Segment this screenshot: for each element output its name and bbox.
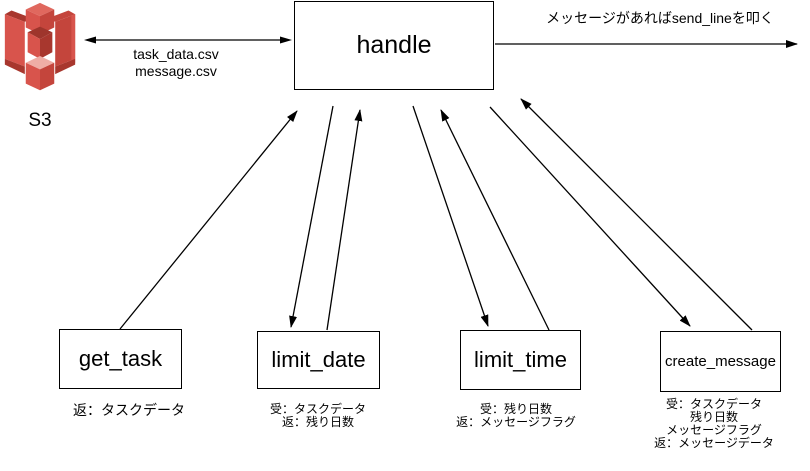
create-message-notes: 受：タスクデータ 残り日数 メッセージフラグ 返：メッセージデータ — [634, 398, 794, 450]
node-get-task[interactable]: get_task — [59, 329, 182, 389]
transfer-file-1: task_data.csv — [133, 46, 219, 62]
note-line: 返：メッセージデータ — [654, 436, 774, 450]
node-limit-time-label: limit_time — [474, 347, 567, 372]
note-line: 受：タスクデータ — [665, 397, 762, 411]
node-create-message[interactable]: create_message — [660, 331, 781, 392]
node-create-message-label: create_message — [665, 353, 776, 370]
note-line: 受：タスクデータ — [269, 402, 366, 416]
note-line: 残り日数 — [689, 410, 738, 424]
s3-label: S3 — [28, 110, 52, 131]
get-task-notes: 返：タスクデータ — [54, 402, 204, 418]
arrow-handle-to-limitdate — [289, 105, 334, 328]
arrow-handle-to-createmessage — [489, 106, 691, 327]
s3-transfer-label: task_data.csv message.csv — [96, 46, 256, 80]
node-limit-time[interactable]: limit_time — [460, 330, 581, 390]
arrow-createmessage-to-handle — [520, 98, 753, 331]
arrowhead-to-handle — [280, 36, 292, 44]
s3-node[interactable] — [2, 1, 78, 94]
note-line: 受：残り日数 — [479, 402, 552, 416]
node-handle-label: handle — [356, 31, 432, 59]
note-line: 返：残り日数 — [281, 415, 354, 429]
arrow-handle-to-limittime — [412, 105, 489, 327]
limit-date-notes: 受：タスクデータ 返：残り日数 — [243, 403, 393, 429]
note-line: 返：タスクデータ — [73, 402, 185, 418]
sendline-note: メッセージがあればsend_lineを叩く — [546, 10, 774, 26]
note-line: 返：メッセージフラグ — [456, 415, 576, 429]
arrow-limittime-to-handle — [440, 109, 550, 331]
node-limit-date-label: limit_date — [271, 347, 366, 372]
node-limit-date[interactable]: limit_date — [257, 331, 380, 389]
node-handle[interactable]: handle — [294, 1, 494, 90]
arrow-limitdate-to-handle — [326, 109, 363, 331]
node-get-task-label: get_task — [78, 346, 163, 371]
arrowhead-to-s3 — [84, 36, 96, 44]
note-line: メッセージフラグ — [666, 423, 762, 437]
arrow-gettask-to-handle — [119, 110, 298, 330]
limit-time-notes: 受：残り日数 返：メッセージフラグ — [441, 403, 591, 429]
transfer-file-2: message.csv — [135, 63, 217, 79]
s3-bucket-icon — [4, 2, 76, 91]
